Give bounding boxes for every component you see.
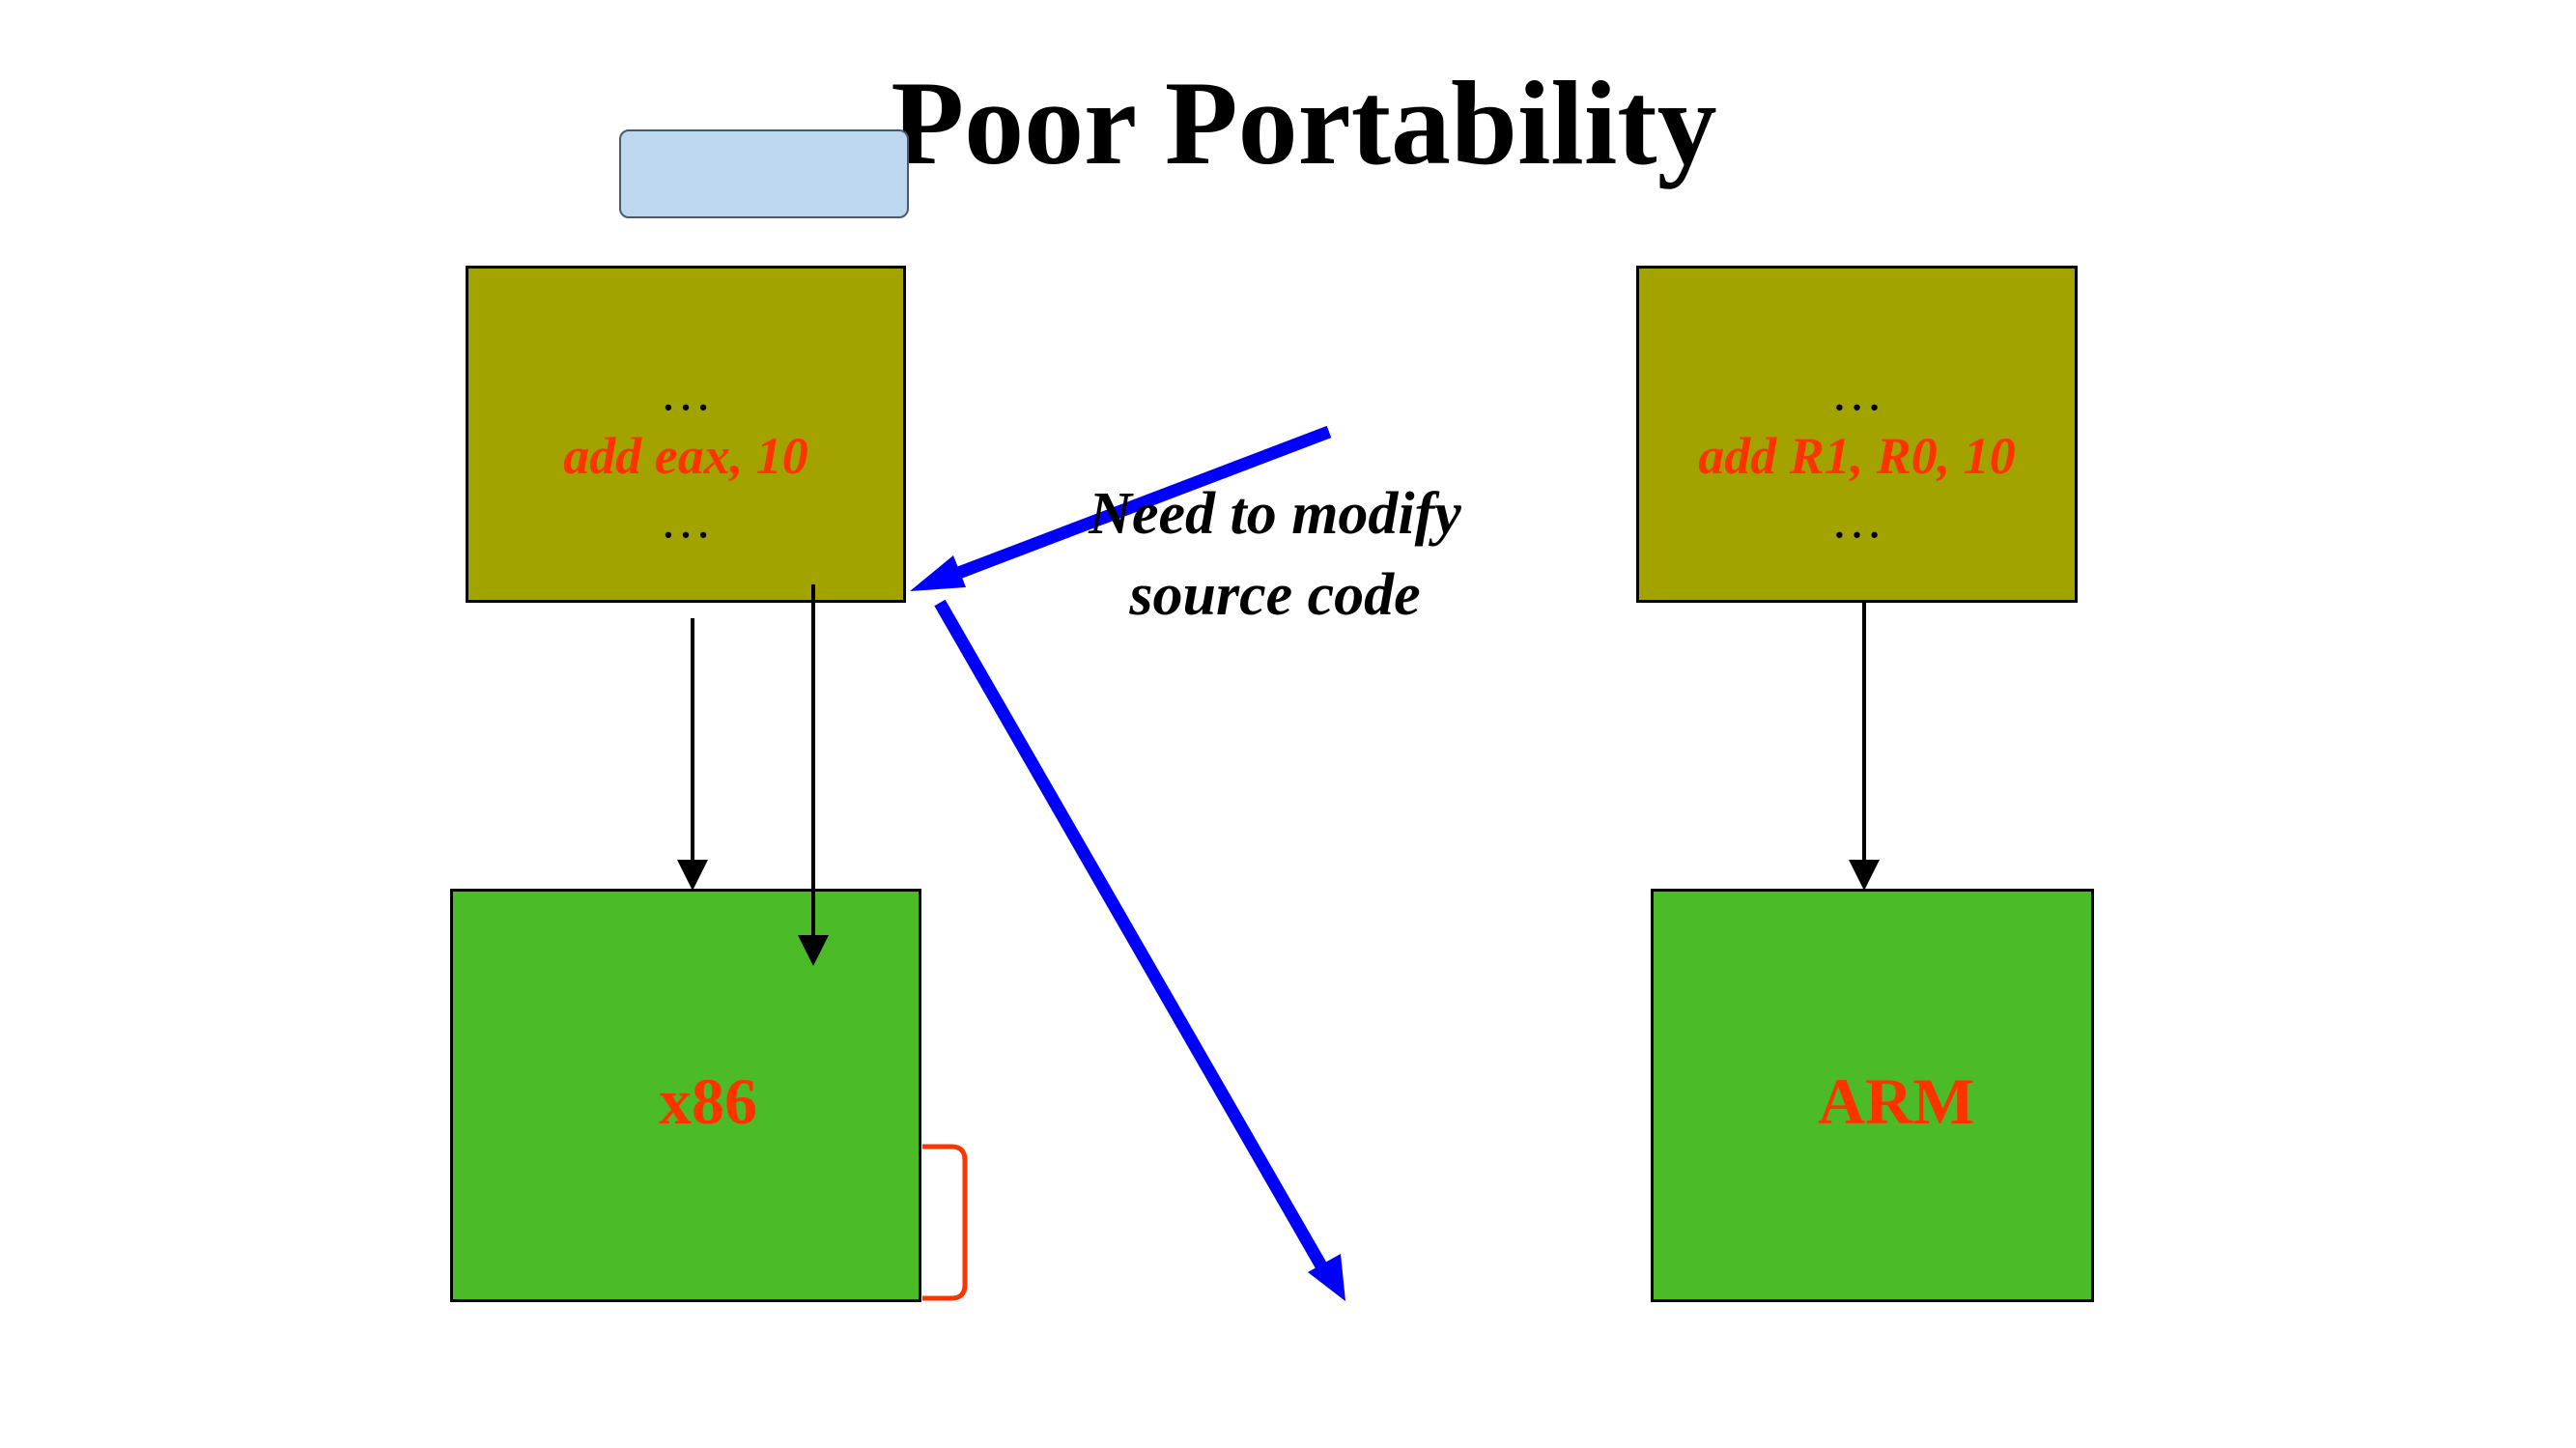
- cpu-box-arm: ARM: [1651, 889, 2094, 1302]
- slide-title: Poor Portability: [891, 57, 1717, 189]
- cpu-label-x86: x86: [659, 1065, 757, 1138]
- blue-arrow-line-2: [934, 599, 1329, 1273]
- ellipsis-bottom: …: [1830, 491, 1883, 549]
- ellipsis-top: …: [660, 363, 712, 421]
- cpu-box-x86: x86: [450, 889, 921, 1302]
- blue-arrowhead-1: [910, 555, 966, 591]
- source-code-box-arm: … add R1, R0, 10 …: [1636, 266, 2078, 603]
- ellipsis-bottom: …: [660, 491, 712, 549]
- blue-arrowhead-2: [1308, 1254, 1345, 1301]
- source-code-box-x86: … add eax, 10 …: [466, 266, 906, 603]
- ellipsis-top: …: [1830, 363, 1883, 421]
- blue-arrow-line-1: [953, 425, 1332, 581]
- instruction-arm: add R1, R0, 10: [1698, 427, 2016, 485]
- red-bracket: [922, 1144, 968, 1301]
- decorative-rounded-rectangle: [619, 129, 909, 218]
- cpu-label-arm: ARM: [1818, 1065, 1975, 1138]
- note-line-1: Need to modify: [1089, 481, 1461, 547]
- modify-source-note: Need to modify source code: [1043, 473, 1507, 636]
- instruction-x86: add eax, 10: [563, 427, 808, 485]
- note-line-2: source code: [1129, 562, 1421, 628]
